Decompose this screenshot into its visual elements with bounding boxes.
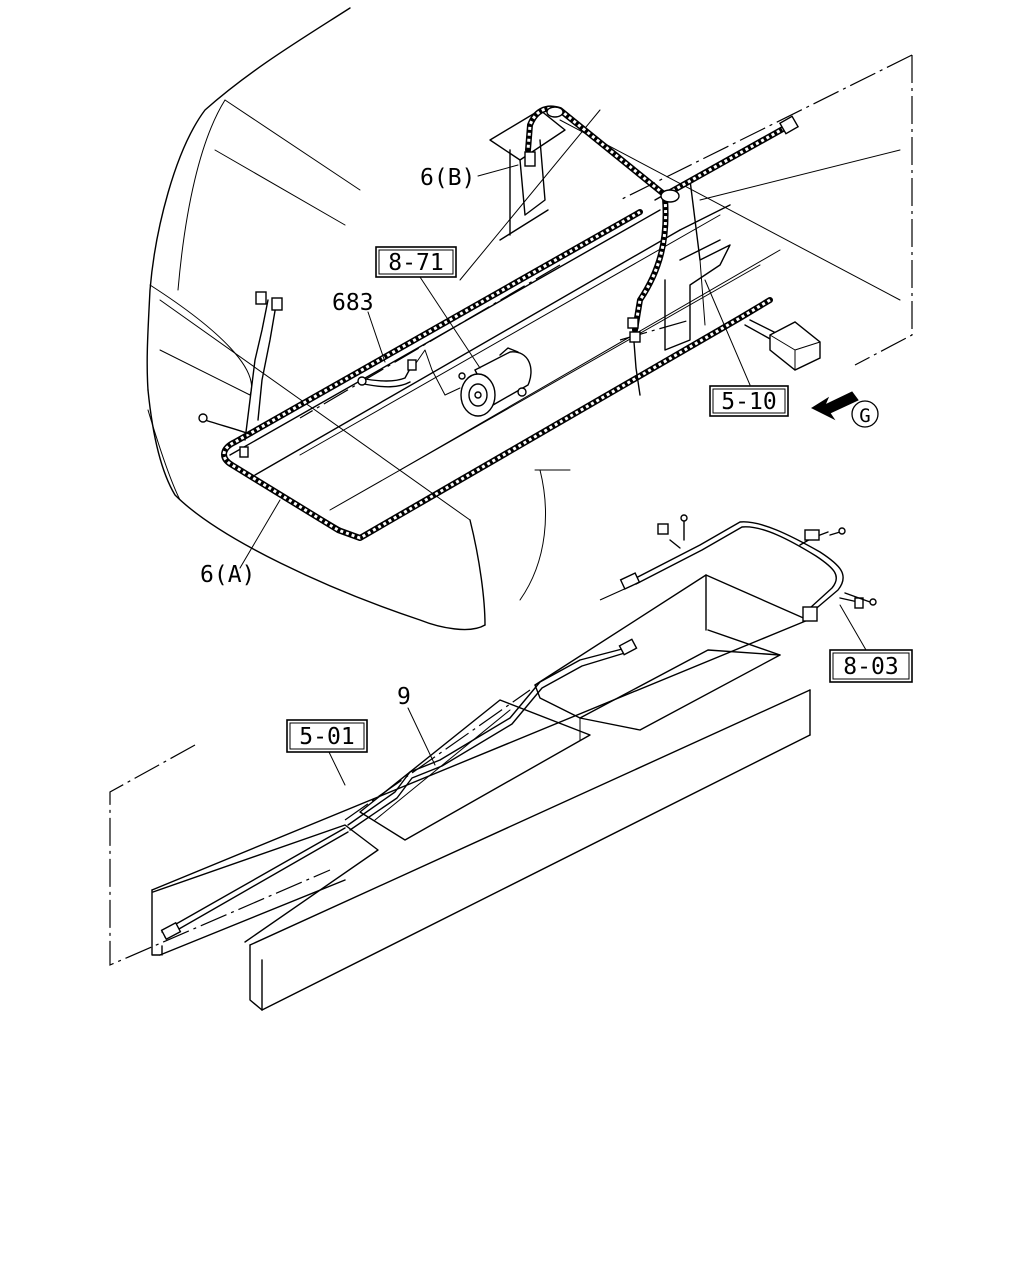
part-6a-label: 6(A)	[200, 562, 255, 588]
view-arrow	[810, 391, 879, 428]
harness-9	[160, 638, 638, 941]
wire-683	[357, 349, 461, 396]
relay-box	[744, 319, 821, 371]
ref-8-03-label: 8-03	[843, 654, 898, 680]
view-g-label: G	[859, 405, 870, 427]
part-9-label: 9	[397, 684, 411, 710]
ref-5-01-box	[286, 719, 368, 753]
ref-8-71-box	[375, 246, 457, 278]
ref-5-01-label: 5-01	[299, 724, 354, 750]
vehicle-frame	[229, 109, 901, 541]
floor-frame-lower	[109, 574, 811, 1011]
ref-8-71-label: 8-71	[388, 250, 443, 276]
part-683-label: 683	[332, 290, 374, 316]
harness-connectors	[198, 106, 800, 458]
ref-5-10-box	[709, 385, 789, 417]
reference-lines-upper	[299, 54, 913, 419]
harness-8-03	[619, 514, 877, 622]
ref-5-10-label: 5-10	[721, 389, 776, 415]
harness-6a	[221, 209, 773, 541]
leader-lines	[239, 164, 867, 786]
vehicle-body	[146, 7, 601, 631]
part-6b-label: 6(B)	[420, 165, 475, 191]
compressor	[458, 347, 532, 417]
harness-6b	[525, 105, 793, 333]
ref-8-03-box	[829, 649, 913, 683]
